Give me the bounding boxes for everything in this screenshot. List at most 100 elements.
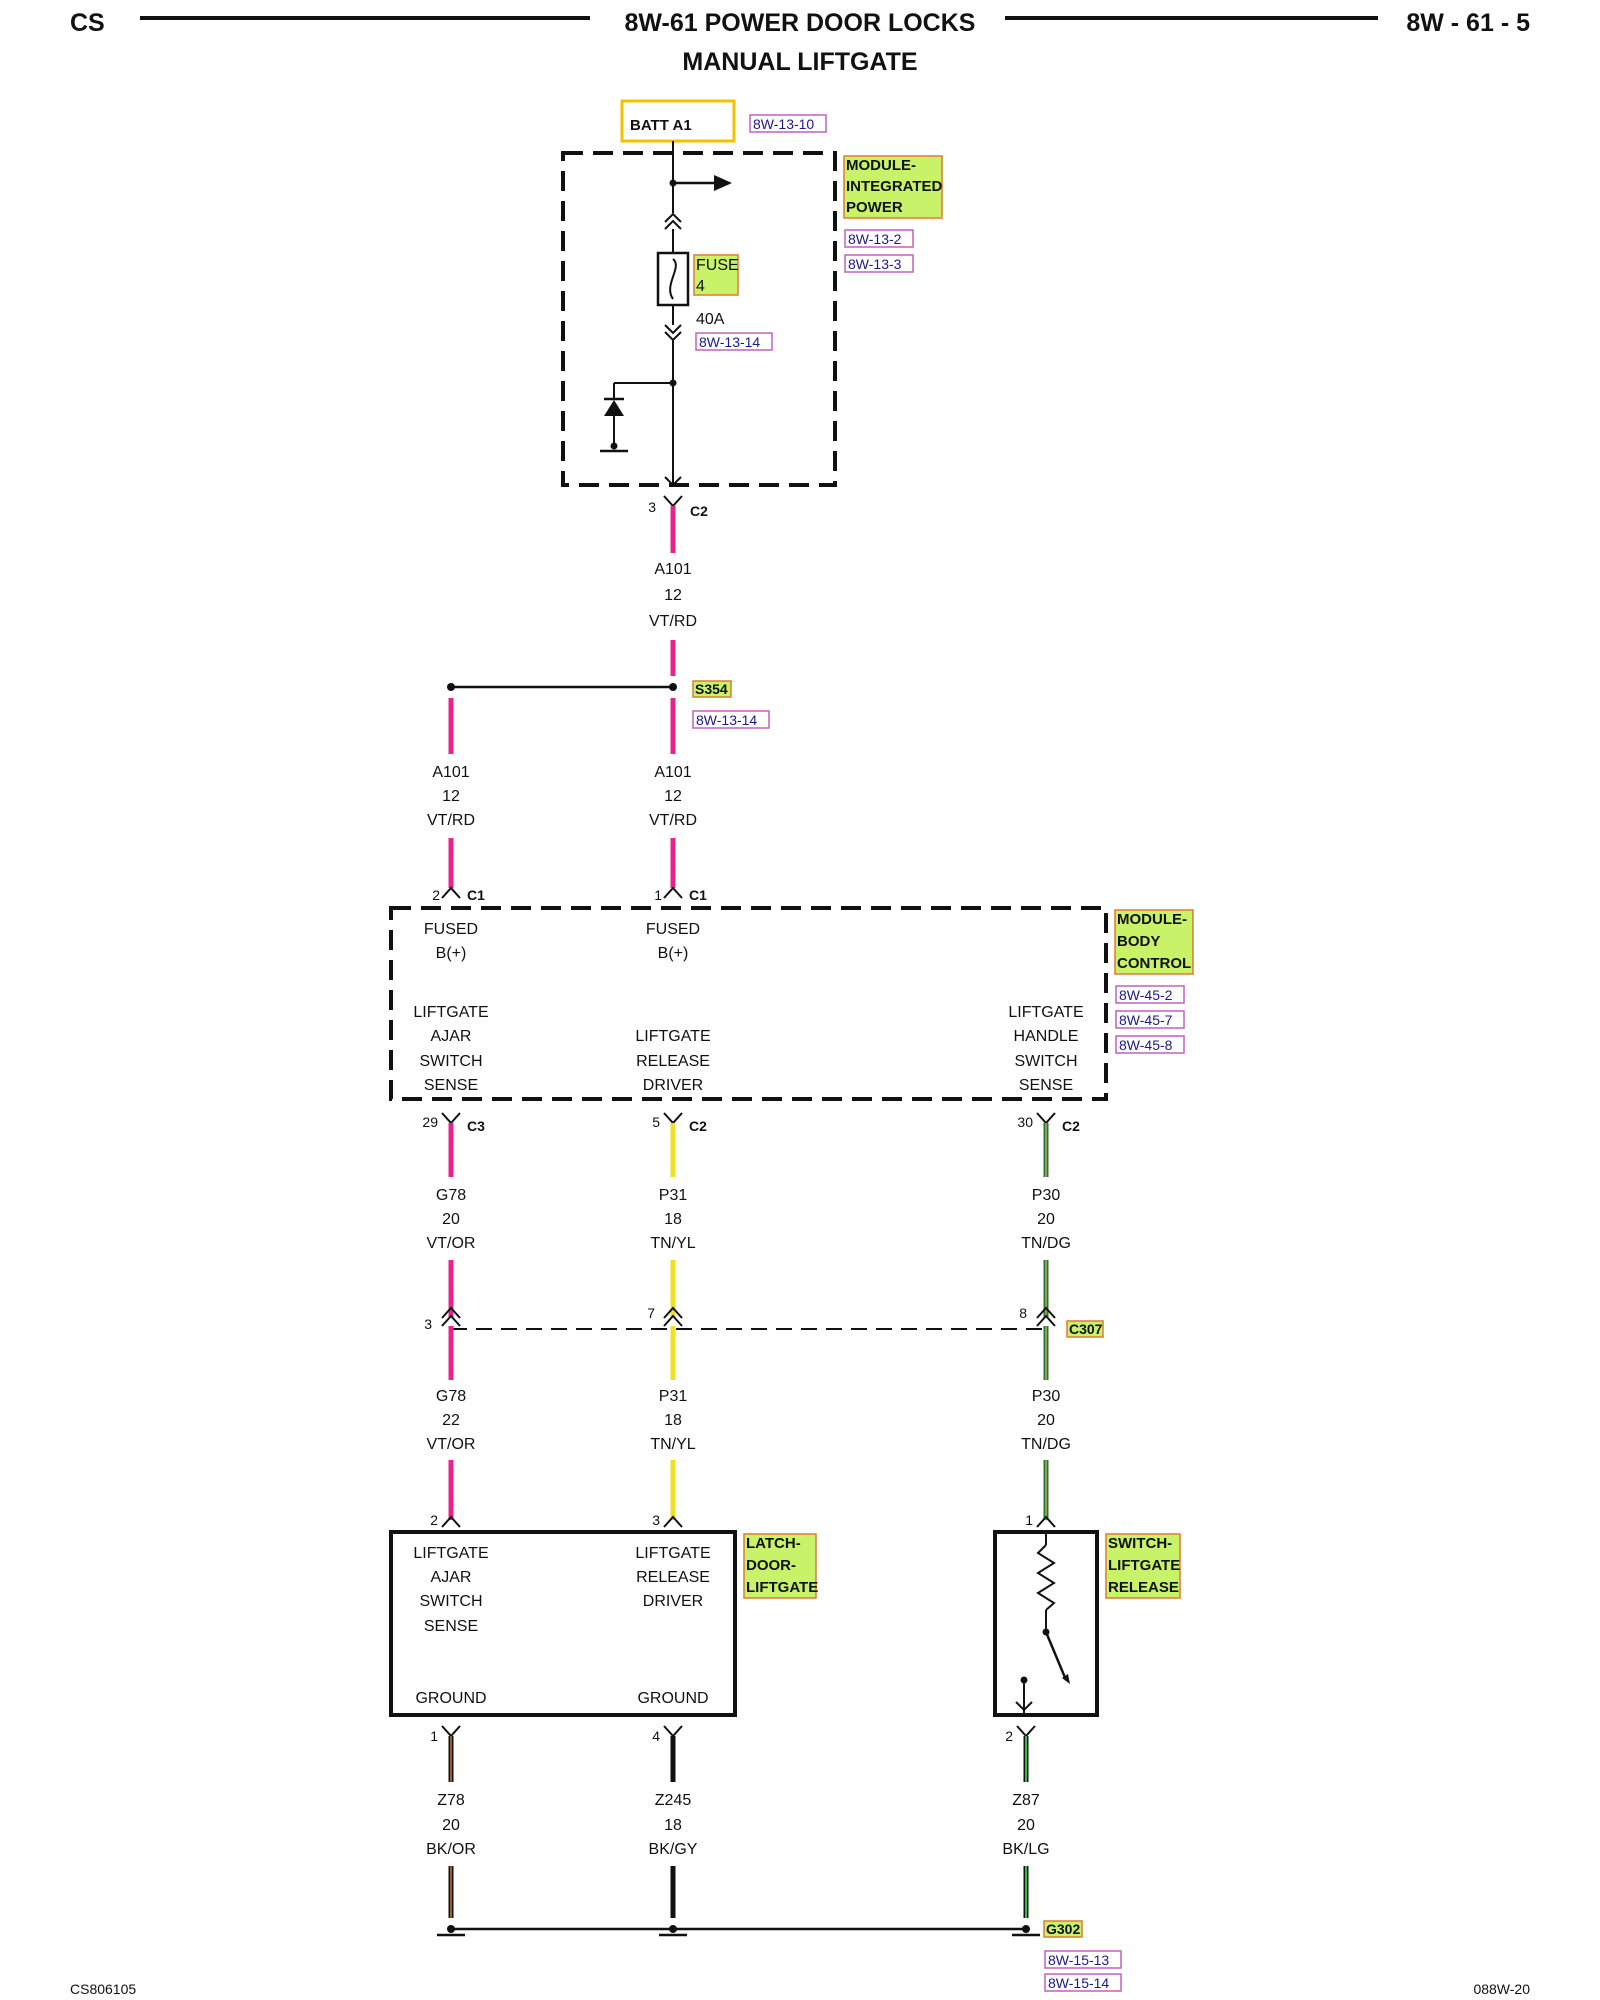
ground-ref-box-2[interactable] — [1044, 1973, 1122, 1992]
wire-p30-a-gauge: 20 — [1037, 1211, 1055, 1228]
ipm-ref-box-2[interactable] — [844, 254, 914, 273]
wire-p30-b-color: TN/DG — [1021, 1436, 1071, 1453]
bcm-ref-box-2[interactable] — [1115, 1010, 1185, 1029]
switch-name-line-3: RELEASE — [1108, 1579, 1179, 1596]
switch-blade-icon — [1044, 1631, 1068, 1681]
wire-z78-gauge: 20 — [442, 1817, 460, 1834]
latch-name-line-3: LIFTGATE — [746, 1579, 818, 1596]
ground-ref-1[interactable]: 8W-15-13 — [1048, 1952, 1109, 1968]
wire-a101-top-circuit: A101 — [654, 561, 691, 578]
wire-p30-b-circuit: P30 — [1032, 1388, 1061, 1405]
wire-g78-a-circuit: G78 — [436, 1187, 466, 1204]
c307-pin-p30: 8 — [1019, 1305, 1027, 1321]
wire-a101-left-gauge: 12 — [442, 788, 460, 805]
c307-pin-g78: 3 — [424, 1316, 432, 1332]
ipm-ref-box-1[interactable] — [844, 229, 914, 248]
bcm-ref-1[interactable]: 8W-45-2 — [1119, 987, 1173, 1003]
latch-release-pin: 3 — [652, 1512, 660, 1528]
switch-contact-dot — [1020, 1676, 1028, 1684]
bcm-ref-box-3[interactable] — [1115, 1035, 1185, 1054]
bcm-c1-left-connector-icon — [441, 886, 461, 899]
wire-a101-left-circuit: A101 — [432, 764, 469, 781]
bcm-outline — [389, 906, 1108, 1101]
latch-ajar-pin: 2 — [430, 1512, 438, 1528]
wire-p31-a-circuit: P31 — [659, 1187, 688, 1204]
latch-ajar-line-1: LIFTGATE — [413, 1545, 488, 1562]
switch-top-connector-icon — [1036, 1515, 1056, 1528]
bcm-c1-right-connector-icon — [663, 886, 683, 899]
bcm-name-line-3: CONTROL — [1117, 955, 1191, 972]
ground-ref-2[interactable]: 8W-15-14 — [1048, 1975, 1109, 1991]
wire-p30-a-circuit: P30 — [1032, 1187, 1061, 1204]
wire-a101-top-color: VT/RD — [649, 613, 697, 630]
ipm-ref-2[interactable]: 8W-13-3 — [848, 256, 902, 272]
ground-dot-z245 — [669, 1925, 677, 1933]
fuse-ref-box[interactable] — [695, 332, 773, 351]
latch-ground-right: GROUND — [637, 1690, 708, 1707]
fuse-top-chevron-2 — [664, 219, 682, 230]
latch-ajar-line-2: AJAR — [431, 1569, 472, 1586]
ipm-name-line-2: INTEGRATED — [846, 178, 943, 195]
resistor-icon — [1036, 1544, 1056, 1611]
bcm-ref-2[interactable]: 8W-45-7 — [1119, 1012, 1173, 1028]
wire-z245-color: BK/GY — [649, 1841, 698, 1858]
diagram-title: 8W-61 POWER DOOR LOCKS — [625, 9, 976, 37]
ipm-ref-1[interactable]: 8W-13-2 — [848, 231, 902, 247]
wire-z78-color: BK/OR — [426, 1841, 476, 1858]
splice-label: S354 — [695, 681, 728, 697]
fuse-bottom-chevron-1 — [664, 324, 682, 335]
bcm-c3-connector-icon — [441, 1112, 461, 1125]
wire-a101-left-color: VT/RD — [427, 812, 475, 829]
bcm-ref-3[interactable]: 8W-45-8 — [1119, 1037, 1173, 1053]
diagram-subtitle: MANUAL LIFTGATE — [682, 48, 917, 76]
latch-release-line-2: RELEASE — [636, 1569, 710, 1586]
bcm-c2-handle-connector: C2 — [1062, 1118, 1080, 1134]
header-left: CS — [70, 9, 105, 37]
ground-ref-box-1[interactable] — [1044, 1950, 1122, 1969]
fuse-label-box — [693, 254, 739, 296]
latch-name-line-2: DOOR- — [746, 1557, 796, 1574]
switch-name-line-2: LIFTGATE — [1108, 1557, 1180, 1574]
bcm-c2-release-connector: C2 — [689, 1118, 707, 1134]
wire-p31-a-gauge: 18 — [664, 1211, 682, 1228]
bcm-c1-left-pin: 2 — [432, 887, 440, 903]
switch-blade-tip — [1062, 1674, 1070, 1684]
fuse-top-chevron-1 — [664, 212, 682, 223]
bcm-c2-release-pin: 5 — [652, 1114, 660, 1130]
splice-label-box — [692, 680, 732, 698]
c307-p31-chevron-lower — [663, 1314, 683, 1327]
battery-ref-box[interactable] — [749, 114, 827, 133]
bcm-handle-line-4: SENSE — [1019, 1077, 1073, 1094]
ground-dot-z87 — [1022, 1925, 1030, 1933]
wire-a101-right-gauge: 12 — [664, 788, 682, 805]
ipm-outline — [561, 151, 837, 487]
c307-pin-p31: 7 — [647, 1305, 655, 1321]
fuse-ref[interactable]: 8W-13-14 — [699, 334, 760, 350]
latch-name-line-1: LATCH- — [746, 1535, 801, 1552]
bcm-release-line-1: LIFTGATE — [635, 1028, 710, 1045]
wire-g78-b-color: VT/OR — [427, 1436, 476, 1453]
c307-g78-chevron-lower — [441, 1314, 461, 1327]
switch-name-line-1: SWITCH- — [1108, 1535, 1172, 1552]
switch-bottom-pin: 2 — [1005, 1728, 1013, 1744]
ipm-c2-chevron — [664, 476, 682, 487]
bcm-release-line-2: RELEASE — [636, 1053, 710, 1070]
footer-right: 088W-20 — [1473, 1981, 1530, 1997]
c307-p30-chevron-upper — [1036, 1306, 1056, 1319]
latch-release-line-3: DRIVER — [643, 1593, 703, 1610]
latch-release-connector-icon — [663, 1515, 683, 1528]
bcm-ref-box-1[interactable] — [1115, 985, 1185, 1004]
fuse-label-line-2: 4 — [696, 278, 705, 295]
ipm-name-line-1: MODULE- — [846, 157, 916, 174]
wire-z87-color: BK/LG — [1002, 1841, 1049, 1858]
wire-p30-a-color: TN/DG — [1021, 1235, 1071, 1252]
splice-ref[interactable]: 8W-13-14 — [696, 712, 757, 728]
wire-z78-circuit: Z78 — [437, 1792, 465, 1809]
battery-ref[interactable]: 8W-13-10 — [753, 116, 814, 132]
latch-outline — [389, 1530, 737, 1717]
c307-label-box — [1066, 1320, 1104, 1338]
battery-label: BATT A1 — [630, 117, 692, 134]
bcm-release-line-3: DRIVER — [643, 1077, 703, 1094]
splice-ref-box[interactable] — [692, 710, 770, 729]
